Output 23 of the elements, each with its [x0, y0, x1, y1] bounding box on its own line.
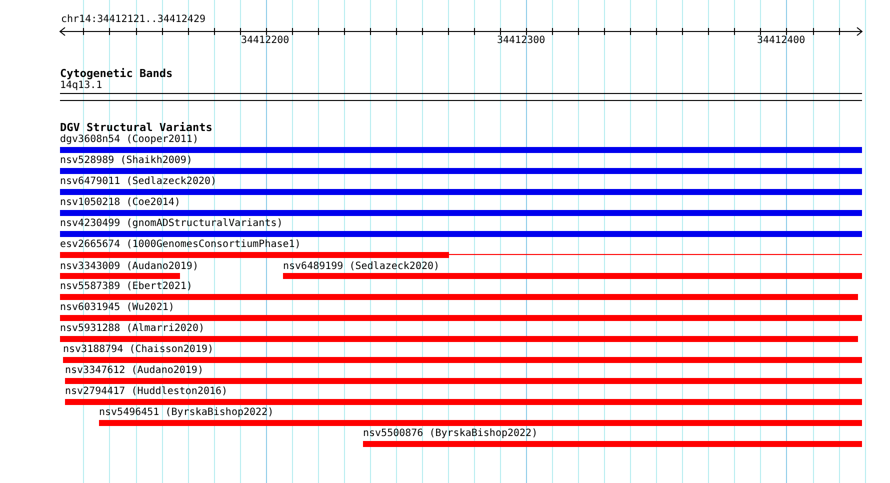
variant-label: esv2665674 (1000GenomesConsortiumPhase1): [60, 239, 301, 250]
track-title: DGV Structural Variants: [60, 122, 212, 133]
variant-label: nsv5500876 (ByrskaBishop2022): [363, 428, 538, 439]
variant-label: nsv4230499 (gnomADStructuralVariants): [60, 218, 283, 229]
variant-label: nsv6489199 (Sedlazeck2020): [283, 261, 440, 272]
variant-label: nsv5496451 (ByrskaBishop2022): [99, 407, 274, 418]
variant-label: nsv5587389 (Ebert2021): [60, 281, 192, 292]
variant-label: nsv6479011 (Sedlazeck2020): [60, 176, 217, 187]
tick-label: 34412400: [757, 35, 806, 46]
tick-label: 34412300: [497, 35, 546, 46]
variant-label: nsv3343009 (Audano2019): [60, 261, 198, 272]
variant-label: dgv3608n54 (Cooper2011): [60, 134, 198, 145]
variant-label: nsv528989 (Shaikh2009): [60, 155, 192, 166]
variant-label: nsv5931288 (Almarri2020): [60, 323, 204, 334]
variant-label: nsv6031945 (Wu2021): [60, 302, 174, 313]
tick-label: 34412200: [241, 35, 290, 46]
variant-label: nsv3188794 (Chaisson2019): [63, 344, 214, 355]
coordinate-range-label: chr14:34412121..34412429: [61, 14, 206, 25]
variant-label: nsv1050218 (Coe2014): [60, 197, 180, 208]
cytoband-label: 14q13.1: [60, 80, 102, 91]
track-title: Cytogenetic Bands: [60, 68, 173, 79]
variant-label: nsv3347612 (Audano2019): [65, 365, 204, 376]
variant-label: nsv2794417 (Huddleston2016): [65, 386, 228, 397]
